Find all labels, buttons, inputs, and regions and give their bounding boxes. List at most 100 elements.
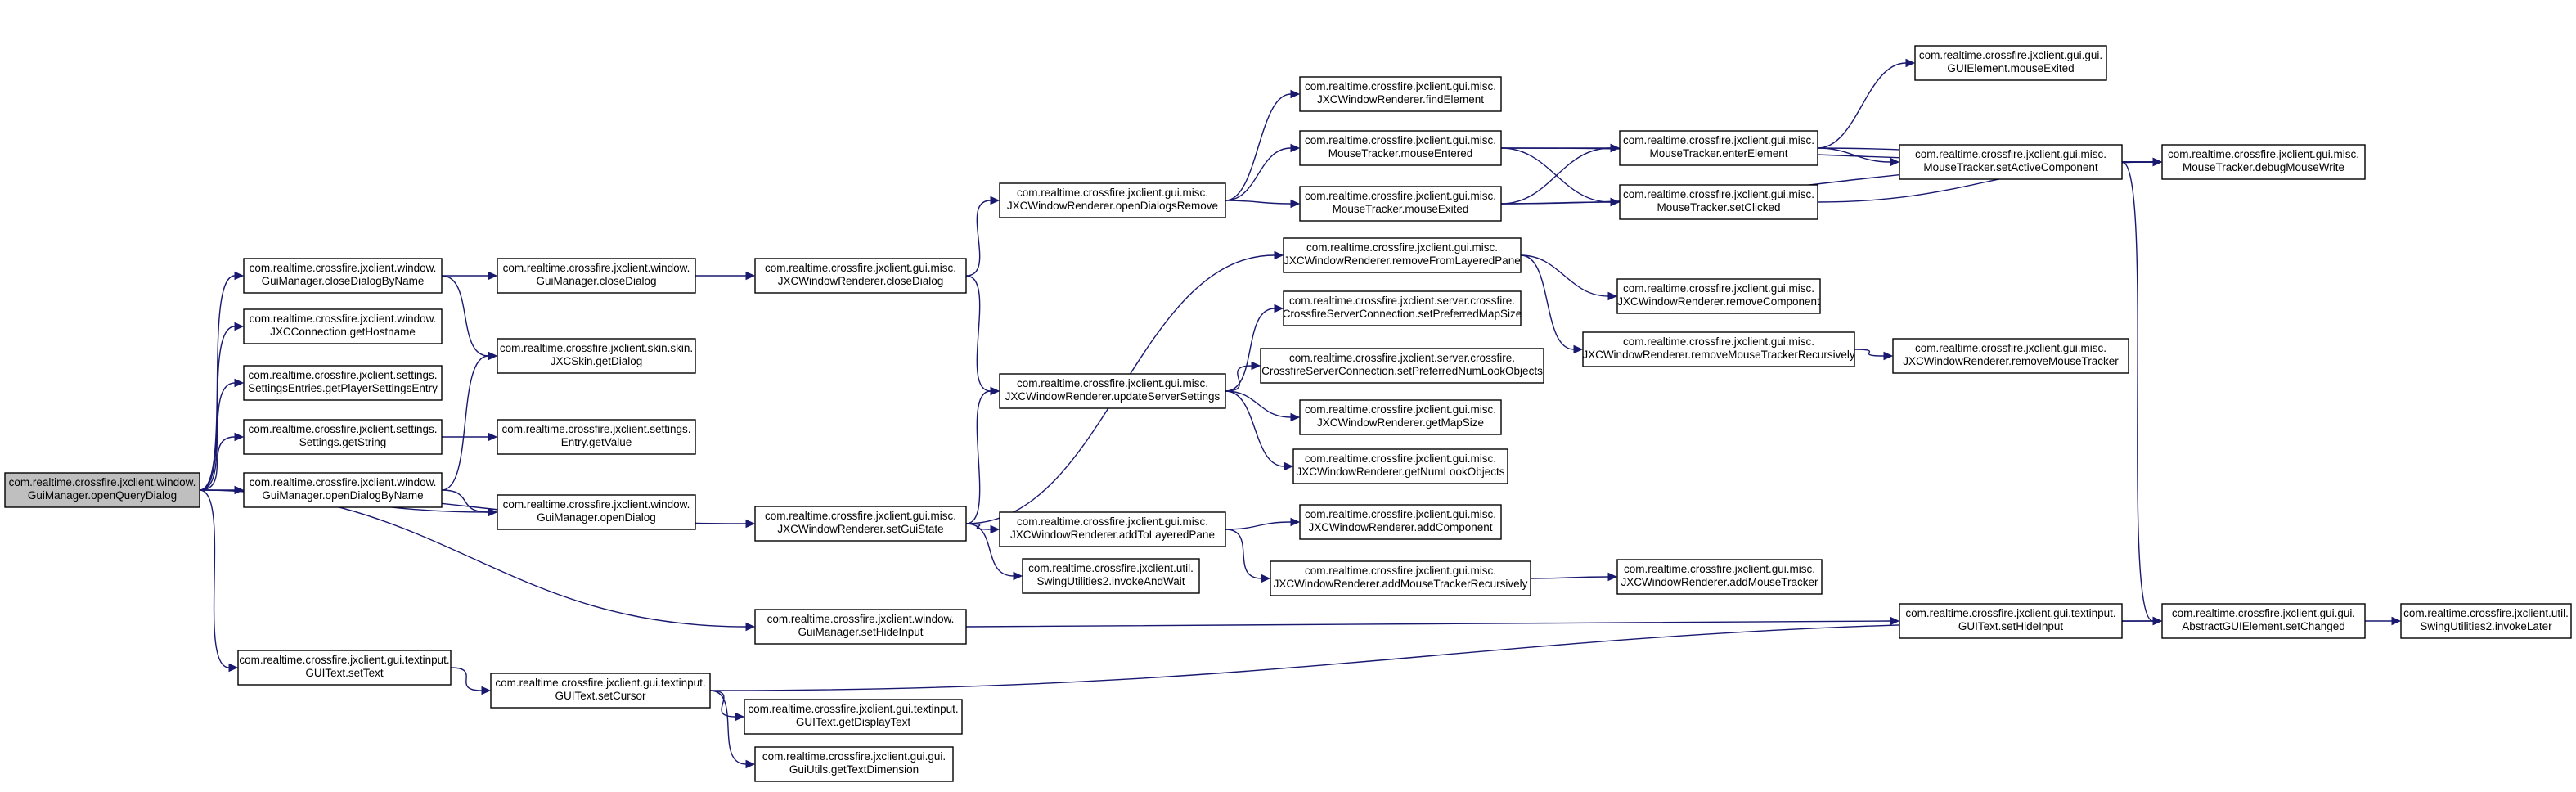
node-label-line: com.realtime.crossfire.jxclient.gui.misc… [1017,515,1208,528]
graph-node-setPreferredMapSize[interactable]: com.realtime.crossfire.jxclient.server.c… [1283,290,1522,326]
edge-openDialogsRemove-to-mouseEntered [1225,143,1301,201]
node-label-line: com.realtime.crossfire.jxclient.server.c… [1289,352,1515,364]
node-label-line: SettingsEntries.getPlayerSettingsEntry [248,382,438,394]
node-label-line: com.realtime.crossfire.jxclient.gui.misc… [1623,282,1814,295]
node-label-line: com.realtime.crossfire.jxclient.gui.misc… [1305,403,1496,416]
node-label-line: com.realtime.crossfire.jxclient.skin.ski… [500,342,693,354]
graph-node-getDisplayText[interactable]: com.realtime.crossfire.jxclient.gui.text… [744,699,963,735]
node-label-line: SwingUtilities2.invokeAndWait [1036,575,1185,587]
graph-node-invokeLater[interactable]: com.realtime.crossfire.jxclient.util.Swi… [2400,603,2572,639]
graph-node-removeMouseTracker[interactable]: com.realtime.crossfire.jxclient.gui.misc… [1892,338,2129,374]
edge-setGuiState-to-updateServerSettings [965,386,1000,524]
graph-node-getNumLookObjects[interactable]: com.realtime.crossfire.jxclient.gui.misc… [1292,448,1508,484]
graph-node-rCloseDialog[interactable]: com.realtime.crossfire.jxclient.gui.misc… [754,258,967,294]
node-box [1914,45,2107,81]
graph-node-removeMouseTrackerRecursively[interactable]: com.realtime.crossfire.jxclient.gui.misc… [1582,331,1855,367]
node-box [4,472,200,508]
edge-mouseExitedMT-to-enterElement [1500,143,1621,205]
graph-node-getValue[interactable]: com.realtime.crossfire.jxclient.settings… [497,419,696,455]
graph-node-removeFromLayeredPane[interactable]: com.realtime.crossfire.jxclient.gui.misc… [1283,237,1522,273]
node-label-line: JXCWindowRenderer.removeComponent [1617,295,1820,308]
graph-node-openDialogsRemove[interactable]: com.realtime.crossfire.jxclient.gui.misc… [999,182,1226,218]
edge-openDialogByName-to-getDialog [441,351,498,491]
node-label-line: com.realtime.crossfire.jxclient.gui.misc… [1305,134,1496,146]
graph-node-gmOpenDialog[interactable]: com.realtime.crossfire.jxclient.window.G… [497,494,696,530]
edge-root-to-getPlayerSettingsEntry [199,378,245,491]
graph-node-setGuiState[interactable]: com.realtime.crossfire.jxclient.gui.misc… [754,506,967,542]
graph-node-addMouseTrackerRecursively[interactable]: com.realtime.crossfire.jxclient.gui.misc… [1270,560,1531,596]
node-label-line: com.realtime.crossfire.jxclient.window. [250,262,437,274]
graph-node-addMouseTracker[interactable]: com.realtime.crossfire.jxclient.gui.misc… [1616,559,1823,595]
graph-node-getHostname[interactable]: com.realtime.crossfire.jxclient.window.J… [243,308,443,344]
edge-getString-to-getValue [441,432,498,442]
node-label-line: com.realtime.crossfire.jxclient.window. [503,262,690,274]
graph-node-getPlayerSettingsEntry[interactable]: com.realtime.crossfire.jxclient.settings… [243,365,443,401]
edge-removeMouseTrackerRecursively-to-removeMouseTracker [1854,349,1894,361]
node-box [1616,559,1823,595]
graph-node-setPreferredNumLookObjects[interactable]: com.realtime.crossfire.jxclient.server.c… [1260,348,1544,384]
node-box [1260,348,1544,384]
edge-openDialogByName-to-gmOpenDialog [441,489,498,517]
node-label-line: com.realtime.crossfire.jxclient.gui.text… [748,703,958,715]
graph-node-setCursor[interactable]: com.realtime.crossfire.jxclient.gui.text… [490,673,711,709]
edge-updateServerSettings-to-setPreferredMapSize [1225,304,1284,392]
node-label-line: JXCWindowRenderer.removeFromLayeredPane [1284,254,1521,267]
node-label-line: com.realtime.crossfire.jxclient.gui.misc… [1623,335,1814,348]
node-box [497,338,696,374]
node-box [1616,278,1821,314]
graph-node-gmCloseDialog[interactable]: com.realtime.crossfire.jxclient.window.G… [497,258,696,294]
graph-node-setHideInputGM[interactable]: com.realtime.crossfire.jxclient.window.G… [754,609,967,645]
node-box [2400,603,2572,639]
graph-node-mouseEntered[interactable]: com.realtime.crossfire.jxclient.gui.misc… [1299,130,1502,166]
graph-node-removeComponent[interactable]: com.realtime.crossfire.jxclient.gui.misc… [1616,278,1821,314]
graph-node-getTextDimension[interactable]: com.realtime.crossfire.jxclient.gui.gui.… [754,746,954,782]
node-box [490,673,711,709]
edge-addToLayeredPane-to-addComponent [1225,517,1301,530]
graph-node-guiMouseExited[interactable]: com.realtime.crossfire.jxclient.gui.gui.… [1914,45,2107,81]
node-label-line: com.realtime.crossfire.jxclient.gui.misc… [2168,148,2359,160]
graph-node-debugMouseWrite[interactable]: com.realtime.crossfire.jxclient.gui.misc… [2161,144,2366,180]
graph-node-setChanged[interactable]: com.realtime.crossfire.jxclient.gui.gui.… [2161,603,2366,639]
graph-node-updateServerSettings[interactable]: com.realtime.crossfire.jxclient.gui.misc… [999,373,1226,409]
graph-node-openDialogByName[interactable]: com.realtime.crossfire.jxclient.window.G… [243,472,443,508]
edge-setText-to-setCursor [450,667,492,695]
graph-node-setActiveComponent[interactable]: com.realtime.crossfire.jxclient.gui.misc… [1899,144,2123,180]
node-label-line: com.realtime.crossfire.jxclient.gui.misc… [1017,187,1208,199]
node-label-line: com.realtime.crossfire.jxclient.gui.misc… [1623,188,1814,200]
node-box [754,506,967,542]
node-label-line: Settings.getString [299,436,387,448]
edge-openDialogsRemove-to-mouseExitedMT [1225,199,1301,209]
node-label-line: com.realtime.crossfire.jxclient.settings… [501,423,690,435]
node-label-line: MouseTracker.mouseExited [1333,203,1469,215]
node-box [1299,504,1502,540]
edge-openDialogsRemove-to-findElement [1225,89,1301,201]
graph-node-enterElement[interactable]: com.realtime.crossfire.jxclient.gui.misc… [1619,130,1818,166]
node-label-line: GUIText.getDisplayText [796,716,911,728]
graph-node-findElement[interactable]: com.realtime.crossfire.jxclient.gui.misc… [1299,76,1502,112]
graph-node-setText[interactable]: com.realtime.crossfire.jxclient.gui.text… [237,650,452,686]
node-box [1899,603,2123,639]
graph-node-root[interactable]: com.realtime.crossfire.jxclient.window.G… [4,472,200,508]
graph-node-setHideInputGT[interactable]: com.realtime.crossfire.jxclient.gui.text… [1899,603,2123,639]
node-label-line: com.realtime.crossfire.jxclient.gui.text… [1905,607,2115,619]
node-label-line: JXCWindowRenderer.addMouseTrackerRecursi… [1274,578,1528,590]
graph-node-setClicked[interactable]: com.realtime.crossfire.jxclient.gui.misc… [1619,184,1818,220]
graph-node-addToLayeredPane[interactable]: com.realtime.crossfire.jxclient.gui.misc… [999,511,1226,547]
graph-node-closeDialogByName[interactable]: com.realtime.crossfire.jxclient.window.G… [243,258,443,294]
node-label-line: com.realtime.crossfire.jxclient.gui.misc… [1623,134,1814,146]
graph-node-mouseExitedMT[interactable]: com.realtime.crossfire.jxclient.gui.misc… [1299,186,1502,222]
edge-updateServerSettings-to-setPreferredNumLookObjects [1225,361,1261,392]
edge-rCloseDialog-to-openDialogsRemove [965,196,1000,277]
graph-node-getMapSize[interactable]: com.realtime.crossfire.jxclient.gui.misc… [1299,399,1502,435]
graph-node-invokeAndWait[interactable]: com.realtime.crossfire.jxclient.util.Swi… [1022,558,1200,594]
node-box [1022,558,1200,594]
node-label-line: com.realtime.crossfire.jxclient.server.c… [1289,295,1515,307]
graph-node-getString[interactable]: com.realtime.crossfire.jxclient.settings… [243,419,443,455]
node-box [2161,603,2366,639]
graph-node-addComponent[interactable]: com.realtime.crossfire.jxclient.gui.misc… [1299,504,1502,540]
node-label-line: com.realtime.crossfire.jxclient.gui.misc… [1305,190,1496,202]
node-box [1299,399,1502,435]
node-label-line: com.realtime.crossfire.jxclient.window. [250,476,437,488]
node-label-line: com.realtime.crossfire.jxclient.settings… [248,423,437,435]
graph-node-getDialog[interactable]: com.realtime.crossfire.jxclient.skin.ski… [497,338,696,374]
